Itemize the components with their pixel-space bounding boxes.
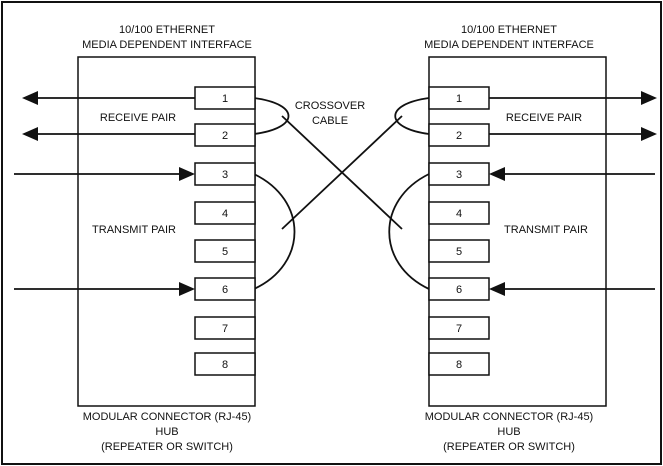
right-transmit-pair-loop (388, 173, 430, 290)
left-header-line-1: 10/100 ETHERNET (119, 24, 215, 36)
right-receive-pair-label: RECEIVE PAIR (506, 112, 582, 124)
right-pin1-arrow-icon (641, 91, 657, 105)
right-pin-7-label: 7 (456, 323, 462, 335)
left-pin-6-label: 6 (222, 284, 228, 296)
left-header-line-2: MEDIA DEPENDENT INTERFACE (82, 39, 252, 51)
right-pin-8-label: 8 (456, 359, 462, 371)
left-pin-3-box (194, 162, 256, 186)
left-pin-4-label: 4 (222, 208, 228, 220)
left-pin-2-label: 2 (222, 130, 228, 142)
left-footer-line-1: MODULAR CONNECTOR (RJ-45) (83, 411, 251, 423)
left-pin-2-box (194, 123, 256, 147)
left-footer-line-2: HUB (155, 426, 178, 438)
right-footer-line-2: HUB (497, 426, 520, 438)
left-pin-7-box (194, 316, 256, 340)
left-pin-8-label: 8 (222, 359, 228, 371)
right-pin-7-box (428, 316, 490, 340)
right-pin-2-box (428, 123, 490, 147)
left-pin2-arrow-icon (22, 127, 38, 141)
right-pin-3-label: 3 (456, 169, 462, 181)
right-pin-3-box (428, 162, 490, 186)
crossover-wire-2 (281, 115, 403, 230)
right-pin-column: 1 2 3 4 5 6 7 8 (428, 86, 490, 376)
left-pin-8-box (194, 352, 256, 376)
right-pin-4-label: 4 (456, 208, 462, 220)
right-header-line-2: MEDIA DEPENDENT INTERFACE (424, 39, 594, 51)
left-pin-3-label: 3 (222, 169, 228, 181)
right-pin-5-label: 5 (456, 246, 462, 258)
left-receive-pair-label: RECEIVE PAIR (100, 112, 176, 124)
right-footer-line-3: (REPEATER OR SWITCH) (443, 441, 575, 453)
left-transmit-pair-loop (253, 173, 296, 290)
left-pin-1-box (194, 86, 256, 110)
left-pin1-arrow-icon (22, 91, 38, 105)
right-pin-1-label: 1 (456, 93, 462, 105)
left-footer-line-3: (REPEATER OR SWITCH) (101, 441, 233, 453)
right-pin-6-box (428, 277, 490, 301)
right-footer-line-1: MODULAR CONNECTOR (RJ-45) (425, 411, 593, 423)
right-pin2-arrow-icon (641, 127, 657, 141)
crossover-label-line-1: CROSSOVER (295, 100, 365, 112)
right-pin3-arrow-icon (489, 167, 505, 181)
left-pin3-arrow-icon (179, 167, 195, 181)
right-pin-8-box (428, 352, 490, 376)
left-pin-1-label: 1 (222, 93, 228, 105)
left-pin-4-box (194, 201, 256, 225)
left-hub-box (77, 56, 256, 407)
right-pin-6-label: 6 (456, 284, 462, 296)
right-header-line-1: 10/100 ETHERNET (461, 24, 557, 36)
right-pin-1-box (428, 86, 490, 110)
right-pin-5-box (428, 239, 490, 263)
crossover-label-line-2: CABLE (312, 115, 348, 127)
left-pin-6-box (194, 277, 256, 301)
left-pin-5-box (194, 239, 256, 263)
right-pin-4-box (428, 201, 490, 225)
right-transmit-pair-label: TRANSMIT PAIR (504, 224, 588, 236)
right-pin6-arrow-icon (489, 282, 505, 296)
left-pin-5-label: 5 (222, 246, 228, 258)
left-transmit-pair-label: TRANSMIT PAIR (92, 224, 176, 236)
left-pin-7-label: 7 (222, 323, 228, 335)
left-pin-column: 1 2 3 4 5 6 7 8 (194, 86, 256, 376)
left-receive-pair-loop (253, 97, 290, 135)
right-hub-box (428, 56, 607, 407)
right-pin-2-label: 2 (456, 130, 462, 142)
left-pin6-arrow-icon (179, 282, 195, 296)
right-receive-pair-loop (394, 97, 430, 135)
